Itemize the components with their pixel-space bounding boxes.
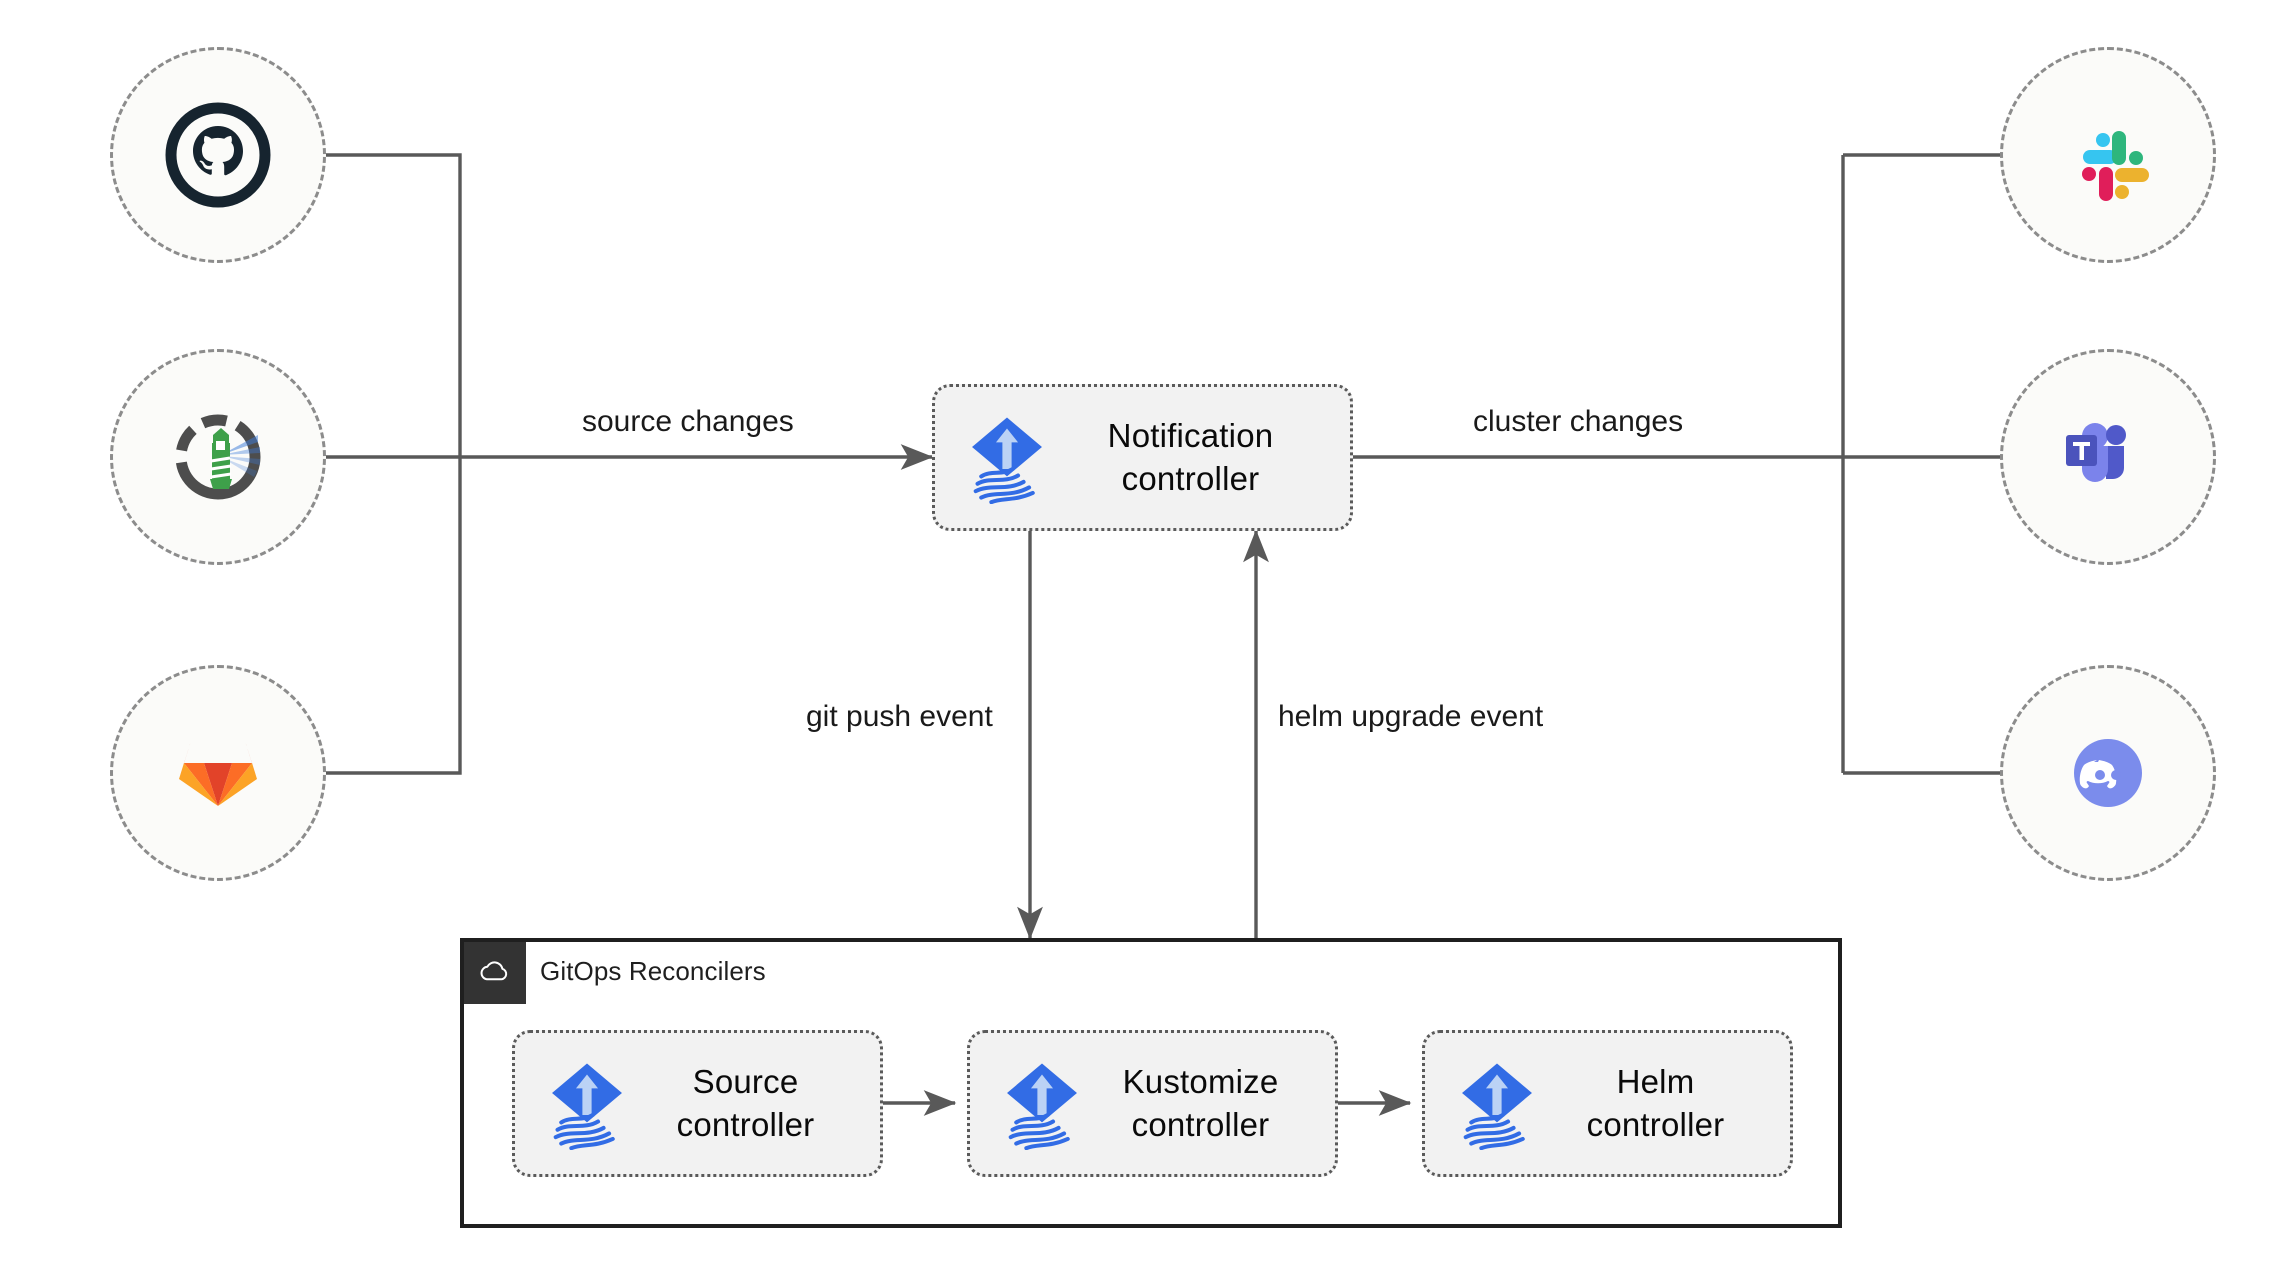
- destination-endpoint-msteams[interactable]: [2000, 349, 2216, 565]
- flux-controller-icon: [1451, 1058, 1543, 1150]
- cloud-icon: [464, 942, 526, 1004]
- discord-icon: [2048, 713, 2168, 833]
- node-source-controller[interactable]: Source controller: [512, 1030, 883, 1177]
- source-endpoint-fluxcd[interactable]: [110, 349, 326, 565]
- node-source-controller-label: Source controller: [676, 1063, 815, 1143]
- node-helm-controller[interactable]: Helm controller: [1422, 1030, 1793, 1177]
- edge-label-git-push-event: git push event: [806, 700, 993, 733]
- github-icon: [158, 95, 278, 215]
- destination-endpoint-slack[interactable]: [2000, 47, 2216, 263]
- node-notification-controller[interactable]: Notification controller: [932, 384, 1353, 531]
- node-kustomize-controller-label: Kustomize controller: [1122, 1063, 1279, 1143]
- flux-controller-icon: [541, 1058, 633, 1150]
- gitlab-icon: [158, 713, 278, 833]
- source-endpoint-github[interactable]: [110, 47, 326, 263]
- flux-controller-icon: [961, 412, 1053, 504]
- source-endpoint-gitlab[interactable]: [110, 665, 326, 881]
- edge-label-source-changes: source changes: [582, 405, 794, 438]
- gitops-reconcilers-title: GitOps Reconcilers: [540, 956, 766, 986]
- node-kustomize-controller[interactable]: Kustomize controller: [967, 1030, 1338, 1177]
- node-helm-controller-label: Helm controller: [1586, 1063, 1725, 1143]
- gitops-reconcilers-container: GitOps Reconcilers: [460, 938, 1842, 1228]
- slack-icon: [2048, 95, 2168, 215]
- node-notification-controller-label: Notification controller: [1107, 417, 1274, 497]
- fluxcd-icon: [158, 397, 278, 517]
- flux-controller-icon: [996, 1058, 1088, 1150]
- ms-teams-icon: [2048, 397, 2168, 517]
- edge-label-cluster-changes: cluster changes: [1473, 405, 1684, 438]
- edge-label-helm-upgrade-event: helm upgrade event: [1278, 700, 1544, 733]
- destination-endpoint-discord[interactable]: [2000, 665, 2216, 881]
